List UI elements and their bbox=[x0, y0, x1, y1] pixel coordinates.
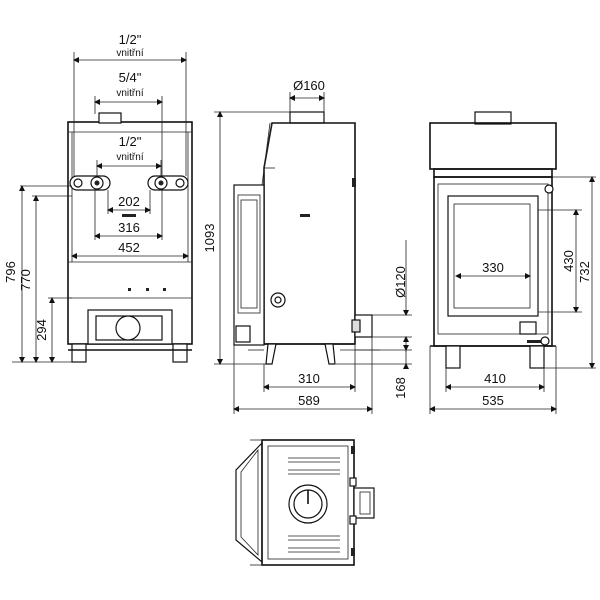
dim-294-label: 294 bbox=[34, 319, 49, 341]
dim-168-label: 168 bbox=[393, 377, 408, 399]
dim-202-label: 202 bbox=[118, 194, 140, 209]
top-view bbox=[235, 439, 375, 566]
dim-310-label: 310 bbox=[298, 371, 320, 386]
inlet-diameter-label: Ø120 bbox=[393, 266, 408, 298]
dim-535-label: 535 bbox=[482, 393, 504, 408]
flue-diameter-label: Ø160 bbox=[293, 78, 325, 93]
left-connection-bracket bbox=[69, 175, 111, 191]
dim-452-label: 452 bbox=[118, 240, 140, 255]
top-pipe-sub: vnitřní bbox=[116, 48, 143, 59]
low-pipe-sub: vnitřní bbox=[116, 152, 143, 163]
right-connection-bracket bbox=[147, 175, 189, 191]
dim-589-label: 589 bbox=[298, 393, 320, 408]
dim-770-label: 770 bbox=[18, 269, 33, 291]
front-view: 796 770 294 1/2" vnitřní 5/4" vnitřní 1/… bbox=[3, 32, 193, 363]
mid-pipe-sub: vnitřní bbox=[116, 88, 143, 99]
height-1093-label: 1093 bbox=[202, 224, 217, 253]
top-pipe-label: 1/2" bbox=[119, 32, 142, 47]
dim-330-label: 330 bbox=[482, 260, 504, 275]
low-pipe-label: 1/2" bbox=[119, 134, 142, 149]
side-view: Ø160 1093 Ø120 168 310 589 bbox=[202, 78, 412, 414]
dim-410-label: 410 bbox=[484, 371, 506, 386]
dim-732-label: 732 bbox=[577, 261, 592, 283]
dim-430-label: 430 bbox=[561, 250, 576, 272]
dim-316-label: 316 bbox=[118, 220, 140, 235]
dim-796-label: 796 bbox=[3, 261, 18, 283]
door-view: 330 430 732 410 535 bbox=[429, 111, 596, 414]
mid-pipe-label: 5/4" bbox=[119, 70, 142, 85]
